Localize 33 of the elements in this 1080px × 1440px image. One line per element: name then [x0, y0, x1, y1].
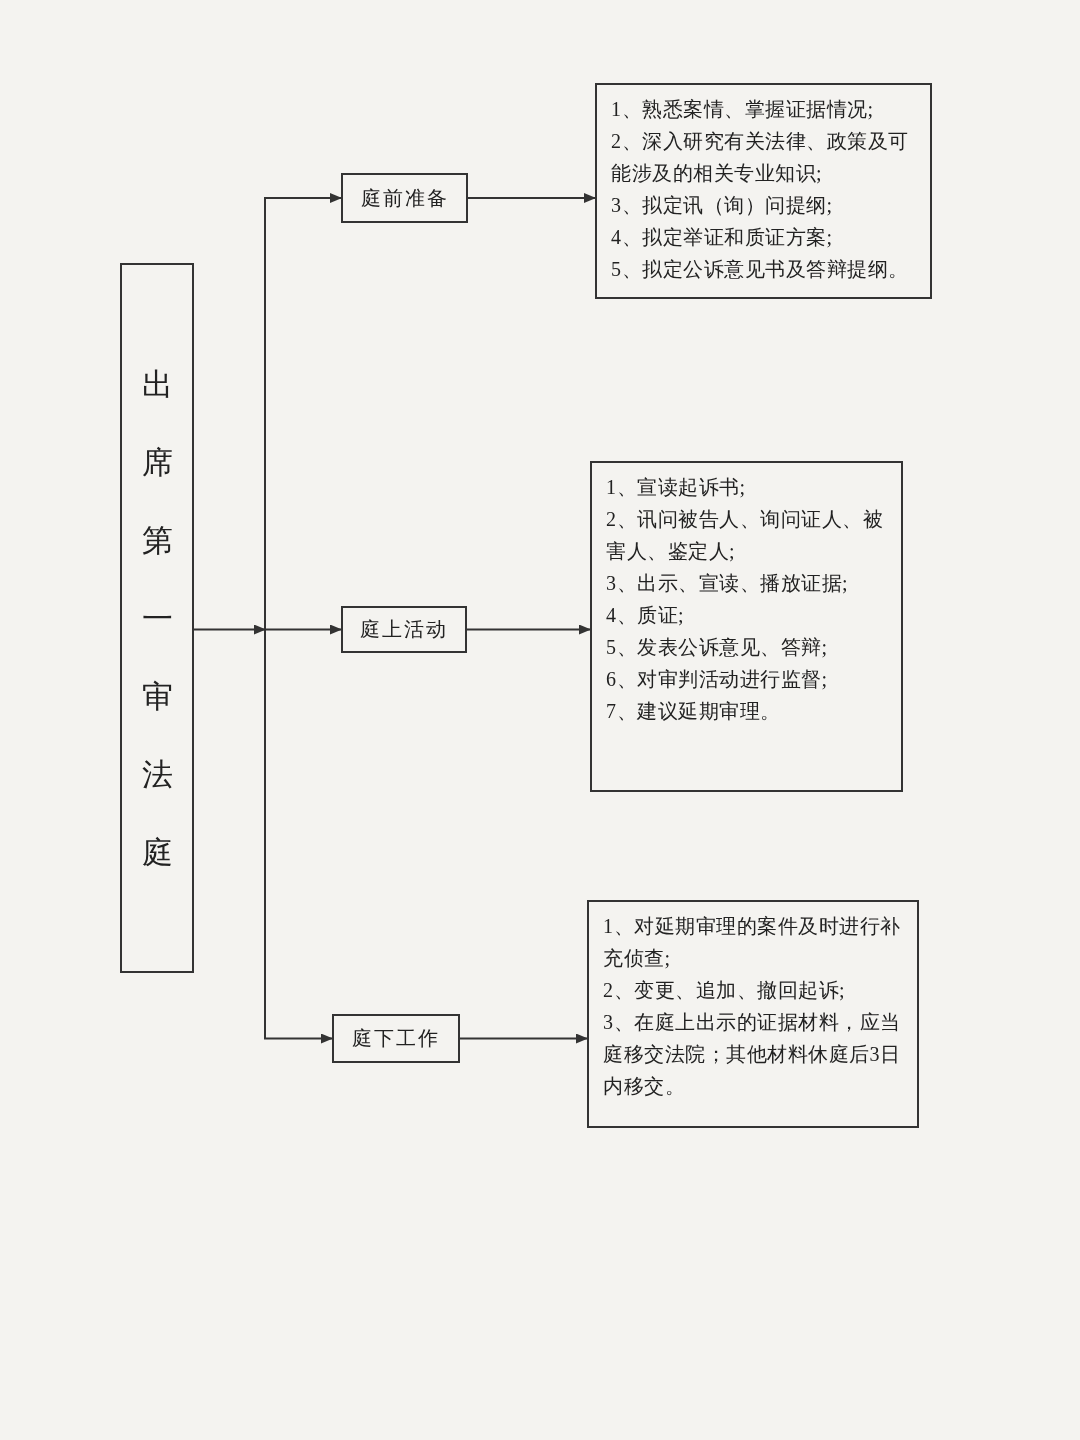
arrow	[467, 193, 596, 203]
process-box	[341, 173, 468, 223]
task-list-box	[595, 83, 932, 299]
list-item: 3、在庭上出示的证据材料，应当庭移交法院；其他材料休庭后3日内移交。	[603, 1010, 902, 1099]
title-box	[120, 263, 194, 973]
arrow	[193, 624, 266, 635]
list-item: 6、对审判活动进行监督;	[606, 667, 829, 692]
arrow	[459, 1033, 588, 1044]
arrow	[264, 628, 333, 1044]
arrow	[264, 193, 342, 631]
task-list-box	[587, 900, 919, 1128]
list-item: 2、深入研究有关法律、政策及可能涉及的相关专业知识;	[611, 129, 910, 186]
list-item: 7、建议延期审理。	[606, 699, 782, 724]
vertical-title: 出席第一审法庭	[141, 365, 173, 872]
process-box	[341, 606, 467, 653]
list-item: 1、熟悉案情、掌握证据情况;	[611, 97, 875, 122]
step-label: 庭前准备	[360, 185, 449, 211]
arrow	[264, 624, 342, 635]
list-item: 5、发表公诉意见、答辩;	[606, 635, 829, 660]
task-list-box	[590, 461, 903, 792]
list-item: 4、质证;	[606, 603, 686, 628]
step-label: 庭下工作	[352, 1026, 440, 1051]
process-box	[332, 1014, 460, 1063]
list-item: 4、拟定举证和质证方案;	[611, 225, 834, 250]
list-item: 1、宣读起诉书;	[606, 475, 747, 500]
list-item: 3、拟定讯（询）问提纲;	[611, 193, 834, 218]
list-item: 3、出示、宣读、播放证据;	[606, 571, 850, 596]
list-item: 2、变更、追加、撤回起诉;	[603, 978, 847, 1003]
step-label: 庭上活动	[360, 617, 448, 642]
list-item: 2、讯问被告人、询问证人、被害人、鉴定人;	[606, 507, 884, 564]
arrow	[466, 624, 591, 635]
list-item: 1、对延期审理的案件及时进行补充侦查;	[603, 914, 902, 971]
list-item: 5、拟定公诉意见书及答辩提纲。	[611, 257, 910, 282]
